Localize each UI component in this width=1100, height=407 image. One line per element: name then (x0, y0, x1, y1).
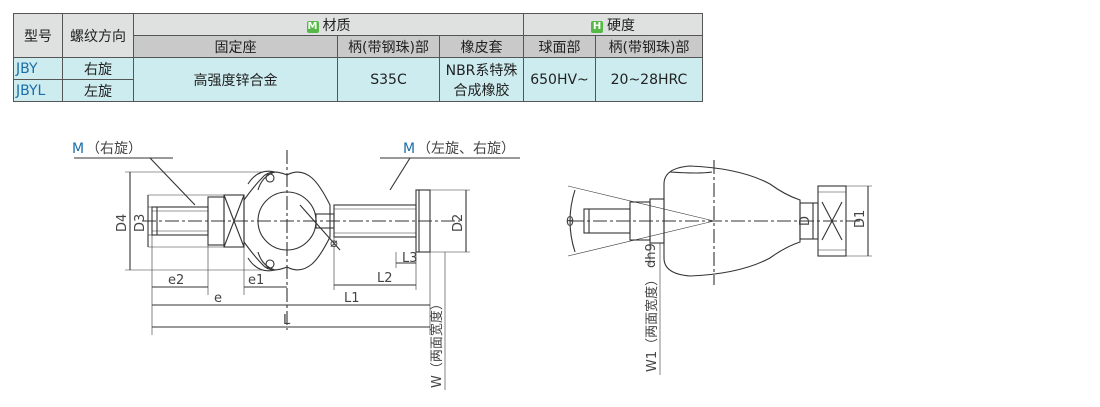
hardness-label: 硬度 (607, 17, 635, 34)
model-jby: JBY (13, 57, 63, 80)
drawing-1 (74, 150, 520, 390)
dim-L3: L3 (402, 251, 418, 266)
material-badge: M (306, 20, 319, 33)
dim-L2: L2 (377, 271, 393, 286)
dim-D1: D1 (853, 210, 868, 228)
dim-D4: D4 (115, 214, 130, 232)
dim-D2: D2 (451, 214, 466, 232)
dim-theta: θ (566, 215, 574, 230)
sub-seat: 固定座 (133, 35, 338, 58)
sub-rubber: 橡皮套 (439, 35, 524, 58)
col-model-header: 型号 (13, 13, 63, 58)
dim-D3: D3 (133, 214, 148, 232)
drawing-2 (567, 160, 872, 375)
rubber-line1: NBR系特殊 (445, 62, 518, 79)
angle-mark: ⌀ (330, 236, 338, 251)
m-both-label: （左旋、右旋） (417, 141, 515, 157)
sub-shank-hardness: 柄(带钢珠)部 (595, 35, 703, 58)
m-right-label: （右旋） (86, 141, 142, 157)
dim-e1: e1 (248, 273, 264, 288)
dim-L: L (283, 313, 291, 328)
m-both-prefix: M (403, 141, 415, 157)
shank-hardness: 20~28HRC (595, 57, 703, 102)
dim-dh9: dh9 (644, 243, 659, 268)
dim-e2: e2 (168, 273, 184, 288)
seat-material: 高强度锌合金 (133, 57, 338, 102)
dim-W1: W1（两面宽度） (644, 273, 660, 372)
thread-left: 左旋 (62, 79, 134, 102)
rubber-material: NBR系特殊合成橡胶 (439, 57, 524, 102)
material-label: 材质 (322, 17, 351, 34)
sphere-hardness: 650HV~ (523, 57, 596, 102)
dim-L1: L1 (344, 291, 360, 306)
model-jbyl: JBYL (13, 79, 63, 102)
dim-e: e (214, 291, 222, 306)
m-right-prefix: M (72, 141, 84, 157)
hardness-badge: H (591, 20, 603, 33)
dim-W: W（两面宽度） (429, 297, 445, 388)
sub-shank: 柄(带钢珠)部 (337, 35, 440, 58)
rubber-line2: 合成橡胶 (453, 82, 510, 99)
dim-D: D (798, 216, 813, 226)
thread-right: 右旋 (62, 57, 134, 80)
shank-material: S35C (337, 57, 440, 102)
